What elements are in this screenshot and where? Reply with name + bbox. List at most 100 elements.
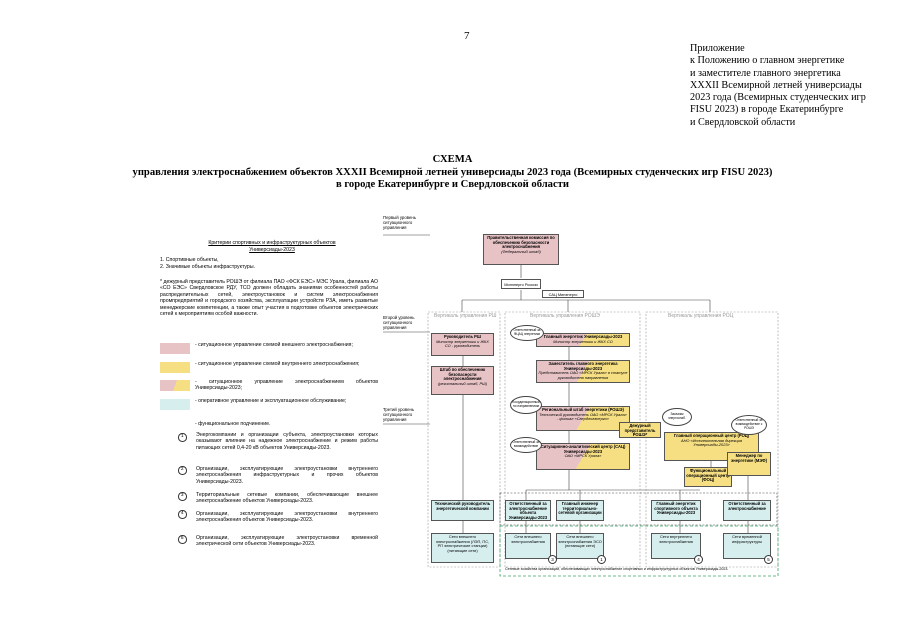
legend-text: - функциональное подчинение. xyxy=(195,421,271,427)
commission-box: Правительственная комиссия по обеспечени… xyxy=(483,234,559,265)
ops-center-sub: АНО «Исполнительная дирекция Универсиады… xyxy=(680,437,743,448)
note-ellipse: Заказчик энергоснаб. xyxy=(662,408,692,426)
net-ext-a-text: Сети внешнего электроснабжения (ЛЭП, ПС,… xyxy=(435,534,490,553)
bottom-note: Сетевые хозяйства организаций, обеспечив… xyxy=(505,567,729,571)
appendix-line: Приложение xyxy=(690,43,745,54)
resp-ext-box: Ответственный за электроснабжение объект… xyxy=(505,500,551,521)
resp-internal-box: Главный энергетик спортивного объекта Ун… xyxy=(651,500,701,521)
chief-sub: Министр энергетики и ЖКХ СО xyxy=(553,338,613,344)
appendix-line: к Положению о главном энергетике xyxy=(690,55,845,67)
deputy-box: Заместитель главного энергетика Универси… xyxy=(536,360,630,383)
legend-swatch-yellow xyxy=(160,362,190,373)
net-int-box: Сети внутреннего электроснабжения xyxy=(651,533,701,559)
minenergo-box: Минэнерго России xyxy=(501,279,541,289)
duty-rep-box: Дежурный представитель РОШЭ* xyxy=(619,422,661,438)
note-ellipse: Ответственный за ФЦАЦ энергетики xyxy=(510,325,544,341)
sac-center-box: Ситуационно-аналитический центр (САЦ) Ун… xyxy=(536,443,630,470)
net-ext-c-text: Сети внешнего электроснабжения ЭСО (пита… xyxy=(558,534,602,549)
net-ext-c-box: Сети внешнего электроснабжения ЭСО (пита… xyxy=(556,533,604,559)
main-engineer-box: Главный инженер территориально-сетевой о… xyxy=(556,500,604,521)
net-temp-box: Сети временной инфраструктуры xyxy=(723,533,771,559)
appendix-line: и заместителе главного энергетика xyxy=(690,67,841,79)
legend-text: - ситуационное управление электроснабжен… xyxy=(195,379,378,392)
criteria-heading: Критерии спортивных и инфраструктурных о… xyxy=(208,240,336,253)
vertical-right-label: Вертикаль управления РОЦ xyxy=(668,313,734,319)
commission-sub: (Федеральный штаб) xyxy=(501,248,541,254)
ops-center-title: Главный операционный центр (РОЦ) xyxy=(673,433,750,438)
title-line: СХЕМА xyxy=(432,154,473,165)
venue-manager-title: Менеджер по энергетике (МЭФ) xyxy=(731,453,767,463)
title-line: управления электроснабжением объектов XX… xyxy=(132,166,773,178)
number-circle: 5 xyxy=(764,555,773,564)
appendix-line: XXXII Всемирной летней универсиады xyxy=(690,79,862,91)
vertical-middle-label: Вертикаль управления РОШЭ xyxy=(530,313,600,319)
legend-text: - оперативное управление и эксплуатацион… xyxy=(195,398,347,404)
appendix-line: 2023 года (Всемирных студенческих игр xyxy=(690,92,866,104)
title-line: в городе Екатеринбурге и Свердловской об… xyxy=(335,179,569,190)
number-circle: 2 xyxy=(178,466,187,475)
main-engineer-title: Главный инженер территориально-сетевой о… xyxy=(558,501,602,516)
sac-center-sub: ОАО «МРСК Урала» xyxy=(564,453,602,459)
numbered-text: Территориальные сетевые компании, обеспе… xyxy=(196,492,378,505)
net-int-text: Сети внутреннего электроснабжения xyxy=(659,534,693,544)
rsh-head-box: Руководитель РШ Министр энергетики и ЖКХ… xyxy=(431,333,494,356)
note-ellipse: Ответственный за взаимодействие xyxy=(510,437,542,453)
resp-ext-title: Ответственный за электроснабжение объект… xyxy=(508,501,548,520)
resp-internal-title: Главный энергетик спортивного объекта Ун… xyxy=(654,501,698,516)
level-label-second: Второй уровень ситуационного управления xyxy=(383,315,415,330)
net-temp-text: Сети временной инфраструктуры xyxy=(731,534,763,544)
sac-box: САЦ Минэнерго xyxy=(542,290,584,298)
resp-temp-box: Ответственный за электроснабжение xyxy=(723,500,771,521)
venue-energy-title: Функциональный операционный центр (ФОЦ) xyxy=(686,468,730,483)
rsh-head-sub: Министр энергетики и ЖКХ СО - руководите… xyxy=(436,338,489,349)
net-ext-b-box: Сети внешнего электроснабжения xyxy=(505,533,551,559)
commission-title: Правительственная комиссия по обеспечени… xyxy=(487,235,555,250)
legend-swatch-mixed xyxy=(160,380,190,391)
net-ext-a-box: Сети внешнего электроснабжения (ЛЭП, ПС,… xyxy=(431,533,494,563)
deputy-sub: Представитель ОАО «МРСК Урала» в статусе… xyxy=(538,370,628,380)
duty-rep-title: Дежурный представитель РОШЭ* xyxy=(624,423,656,438)
number-circle: 4 xyxy=(178,510,187,519)
tech-head-title: Технический руководитель энергетической … xyxy=(434,501,491,511)
legend-text: - ситуационное управление схемой внутрен… xyxy=(195,361,360,367)
appendix-block: Приложение к Положению о главном энергет… xyxy=(690,43,900,129)
numbered-text: Организации, эксплуатирующие электроуста… xyxy=(196,466,378,485)
numbered-text: Организации, эксплуатирующие электроуста… xyxy=(196,535,378,548)
vertical-left-label: Вертикаль управления РШ xyxy=(434,313,497,319)
legend-swatch-blue xyxy=(160,399,190,410)
roshe-sub: Технический руководитель ОАО «МРСК Урала… xyxy=(539,411,627,422)
resp-temp-title: Ответственный за электроснабжение xyxy=(728,501,766,511)
criteria-item: 1. Спортивные объекты, xyxy=(160,257,219,263)
criteria-note: * дежурный представитель РОШЭ от филиала… xyxy=(160,279,378,318)
level-label-first: Первый уровень ситуационного управления xyxy=(383,215,416,230)
number-circle: 1 xyxy=(178,433,187,442)
note-ellipse: Ответственный за взаимодействие с РОШЭ xyxy=(731,415,767,435)
number-circle: 1 xyxy=(597,555,606,564)
criteria-item: 2. Значимые объекты инфраструктуры. xyxy=(160,264,255,270)
appendix-line: FISU 2023) в городе Екатеринбурге xyxy=(690,104,844,116)
level-label-third: Третий уровень ситуационного управления xyxy=(383,407,415,422)
note-ellipse: Координационный по направлениям xyxy=(510,396,542,414)
sac-center-title: Ситуационно-аналитический центр (САЦ) Ун… xyxy=(540,444,626,454)
rsh-head-title: Руководитель РШ xyxy=(444,334,481,339)
number-circle: 5 xyxy=(178,535,187,544)
appendix-line: и Свердловской области xyxy=(690,116,796,128)
deputy-title: Заместитель главного энергетика Универси… xyxy=(548,361,618,371)
roshe-box: Региональный штаб энергетики (РОШЭ) Техн… xyxy=(536,406,630,431)
chief-title: Главный энергетик Универсиады-2023 xyxy=(543,334,623,339)
chief-box: Главный энергетик Универсиады-2023 Минис… xyxy=(536,333,630,347)
number-circle: 3 xyxy=(548,555,557,564)
tech-head-box: Технический руководитель энергетической … xyxy=(431,500,494,521)
venue-manager-box: Менеджер по энергетике (МЭФ) xyxy=(727,452,771,476)
page-number: 7 xyxy=(464,30,470,42)
staff-title: Штаб по обеспечению безопасности электро… xyxy=(439,367,486,382)
legend-text: - ситуационное управление схемой внешнег… xyxy=(195,342,353,348)
staff-sub: (региональный штаб, РШ) xyxy=(437,380,488,386)
roshe-title: Региональный штаб энергетики (РОШЭ) xyxy=(542,407,624,412)
document-title: СХЕМА управления электроснабжением объек… xyxy=(0,154,905,192)
net-ext-b-text: Сети внешнего электроснабжения xyxy=(511,534,545,544)
staff-box: Штаб по обеспечению безопасности электро… xyxy=(431,366,494,395)
number-circle: 3 xyxy=(178,492,187,501)
venue-energy-box: Функциональный операционный центр (ФОЦ) xyxy=(684,467,732,487)
number-circle: 4 xyxy=(694,555,703,564)
